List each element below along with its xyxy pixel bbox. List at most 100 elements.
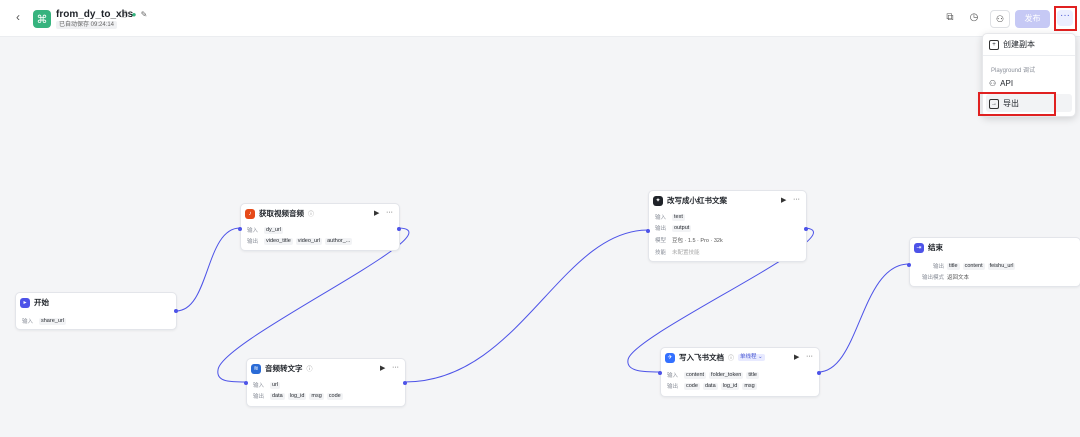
output-tag: feishu_url: [987, 262, 1016, 270]
edit-icon[interactable]: ✎: [140, 10, 148, 19]
input-label: 输入: [667, 373, 679, 379]
thread-mode-badge[interactable]: 单线程 ⌄: [738, 354, 765, 361]
workflow-app-icon: ⌘: [33, 10, 51, 28]
menu-divider: [983, 55, 1075, 56]
model-label: 模型: [655, 238, 667, 244]
skill-value: 未配置技能: [672, 250, 700, 256]
douyin-icon: ♪: [245, 208, 255, 219]
rewrite-llm-node[interactable]: ✦ 改写成小红书文案 ▶ ··· 输入 text 输出 output 模型 豆包…: [646, 190, 808, 262]
end-icon: ⇥: [914, 242, 924, 253]
input-tag: title: [746, 371, 759, 379]
output-tag: code: [326, 392, 343, 400]
node-more-icon[interactable]: ···: [386, 209, 393, 216]
input-port[interactable]: [658, 371, 662, 375]
menu-item-export[interactable]: → 导出: [989, 98, 1019, 109]
edge-start-fetch: [175, 227, 241, 312]
input-tag: url: [270, 381, 281, 389]
input-port[interactable]: [907, 263, 911, 267]
speech-node-title: 音频转文字: [265, 364, 303, 373]
edge-fetch-speech: [217, 227, 410, 383]
more-button[interactable]: ···: [1057, 10, 1073, 26]
fetch-node-title: 获取视频音频: [259, 209, 304, 218]
publish-button[interactable]: 发布: [1015, 10, 1050, 28]
input-label: 输入: [22, 319, 34, 325]
start-node-title: 开始: [34, 298, 49, 307]
copy-icon[interactable]: ⧉: [946, 12, 954, 23]
output-tag: data: [270, 392, 285, 400]
history-icon[interactable]: ◷: [969, 12, 979, 23]
output-port[interactable]: [403, 381, 407, 385]
end-node-title: 结束: [928, 243, 943, 252]
output-label: 输出: [667, 384, 679, 390]
output-tag: log_id: [720, 382, 740, 390]
output-tag: output: [672, 224, 692, 232]
check-circle-icon: ●: [131, 10, 137, 19]
model-value: 豆包 · 1.5 · Pro · 32k: [672, 238, 723, 244]
menu-item-label: 导出: [1003, 99, 1019, 108]
input-tag: dy_url: [264, 226, 283, 234]
output-tag: title: [947, 262, 960, 270]
edge-speech-rewrite: [404, 229, 649, 383]
output-label: 输出: [253, 394, 265, 400]
run-icon[interactable]: ▶: [781, 197, 787, 204]
input-tag: folder_token: [709, 371, 744, 379]
feishu-icon: ✈: [665, 352, 675, 363]
export-icon: →: [989, 98, 999, 109]
run-icon[interactable]: ▶: [380, 365, 386, 372]
info-icon[interactable]: ⓘ: [120, 10, 128, 19]
info-icon[interactable]: ⓘ: [308, 212, 315, 218]
audio-icon: ≋: [251, 363, 261, 374]
param-tag: share_url: [39, 317, 66, 325]
collaborators-icon[interactable]: ⚇: [990, 10, 1010, 28]
output-tag: video_url: [295, 237, 323, 245]
output-label: 输出: [247, 239, 259, 245]
write-feishu-node[interactable]: ✈ 写入飞书文档 ⓘ 单线程 ⌄ ▶ ··· 输入 content folder…: [658, 347, 821, 397]
output-tag: content: [962, 262, 985, 270]
menu-item-copy[interactable]: + 创建副本: [989, 39, 1035, 50]
skill-label: 技能: [655, 250, 667, 256]
menu-item-label: 创建副本: [1003, 40, 1035, 49]
input-port[interactable]: [646, 229, 650, 233]
output-tag: code: [684, 382, 700, 390]
start-icon: ▸: [20, 297, 30, 308]
end-node[interactable]: ⇥ 结束 输出 title content feishu_url 输出模式 返回…: [907, 237, 1080, 287]
chevron-left-icon[interactable]: ‹: [16, 10, 20, 24]
info-icon[interactable]: ⓘ: [728, 356, 735, 362]
output-tag: author_...: [325, 237, 353, 245]
input-tag: content: [684, 371, 707, 379]
input-label: 输入: [655, 215, 667, 221]
node-more-icon[interactable]: ···: [806, 353, 813, 360]
feishu-node-title: 写入飞书文档: [679, 353, 724, 362]
node-more-icon[interactable]: ···: [793, 196, 800, 203]
input-port[interactable]: [244, 381, 248, 385]
output-port[interactable]: [174, 309, 178, 313]
autosave-status: 已自动保存 09:24:14: [56, 21, 118, 29]
fetch-video-node[interactable]: ♪ 获取视频音频 ⓘ ▶ ··· 输入 dy_url 输出 video_titl…: [238, 203, 401, 251]
node-more-icon[interactable]: ···: [392, 364, 399, 371]
info-icon[interactable]: ⓘ: [306, 367, 313, 373]
menu-item-api[interactable]: ⚇ API: [989, 79, 1013, 88]
speech-to-text-node[interactable]: ≋ 音频转文字 ⓘ ▶ ··· 输入 url 输出 data log_id ms…: [244, 358, 407, 407]
app-title: from_dy_to_xhs: [56, 9, 134, 20]
output-port[interactable]: [817, 371, 821, 375]
run-icon[interactable]: ▶: [374, 210, 380, 217]
output-label: 输出: [655, 226, 667, 232]
output-tag: msg: [742, 382, 757, 390]
output-label: 输出: [932, 264, 944, 270]
duplicate-icon: +: [989, 39, 999, 50]
output-tag: log_id: [287, 392, 307, 400]
menu-item-label: API: [1000, 79, 1014, 88]
run-icon[interactable]: ▶: [794, 354, 800, 361]
menu-group-label: Playground 调试: [991, 68, 1036, 74]
output-tag: msg: [309, 392, 324, 400]
workflow-canvas[interactable]: [0, 37, 1080, 437]
output-port[interactable]: [804, 227, 808, 231]
output-tag: video_title: [264, 237, 293, 245]
output-port[interactable]: [397, 227, 401, 231]
mode-label: 输出模式: [921, 275, 944, 281]
start-node[interactable]: ▸ 开始 输入 share_url: [15, 292, 178, 330]
edge-feishu-end: [817, 263, 910, 373]
input-port[interactable]: [238, 227, 242, 231]
input-label: 输入: [247, 228, 259, 234]
